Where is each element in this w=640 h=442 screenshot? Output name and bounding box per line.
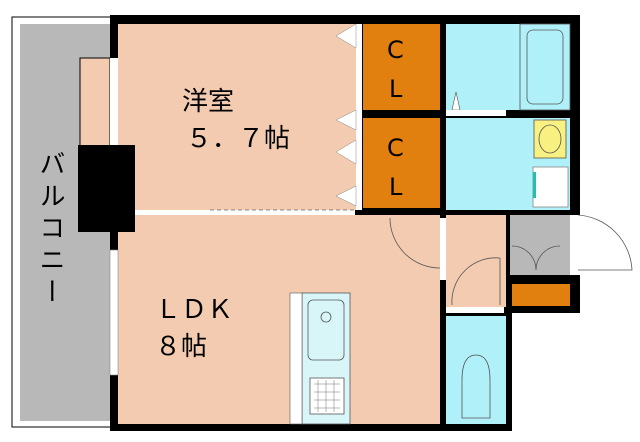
closet-top-l: L <box>389 75 403 103</box>
window-upper-frame <box>110 58 118 146</box>
washing-machine-space <box>532 166 569 208</box>
ldk-room <box>118 215 440 424</box>
notch-fill <box>512 312 582 442</box>
bath-door <box>446 110 506 116</box>
front-door-swing <box>577 214 633 271</box>
toilet-bowl <box>461 354 491 419</box>
ldk-name: ＬＤＫ <box>155 295 233 325</box>
toilet-door-swing <box>451 257 501 306</box>
western-room-name: 洋室 <box>182 87 234 117</box>
closet-top <box>363 24 440 110</box>
western-room-size: ５．７帖 <box>186 124 290 154</box>
stove <box>309 377 345 415</box>
entrance-door-swing <box>511 245 561 271</box>
entrance <box>510 215 570 275</box>
closet-bottom <box>363 118 440 208</box>
hall-opening <box>440 218 446 280</box>
sink-drain <box>320 311 332 323</box>
sliding-partition <box>135 210 355 215</box>
closet-door-strip <box>356 24 362 210</box>
structural-column <box>78 145 135 232</box>
notch-wall <box>505 305 580 313</box>
closet-bottom-l: L <box>389 173 403 201</box>
balcony-label: バルコニー <box>35 150 65 310</box>
stove-grate <box>314 380 340 412</box>
front-door-opening <box>570 215 580 275</box>
hallway <box>446 215 506 307</box>
ldk-size: ８帖 <box>155 332 207 362</box>
closet-door-marks <box>335 23 357 207</box>
washing-machine-mark <box>533 172 536 198</box>
ldk-window <box>109 249 119 376</box>
sink <box>307 299 345 361</box>
toilet-door <box>446 307 504 313</box>
window-upper <box>79 57 111 147</box>
closet-bottom-c: C <box>387 134 404 162</box>
closet-top-c: C <box>387 36 404 64</box>
shoe-box <box>512 284 570 306</box>
ldk-door-swing <box>389 217 441 269</box>
washbasin-bowl <box>538 124 562 154</box>
western-room <box>118 24 358 210</box>
kitchen-counter-edge <box>289 292 303 425</box>
bathtub-inner <box>526 29 564 105</box>
